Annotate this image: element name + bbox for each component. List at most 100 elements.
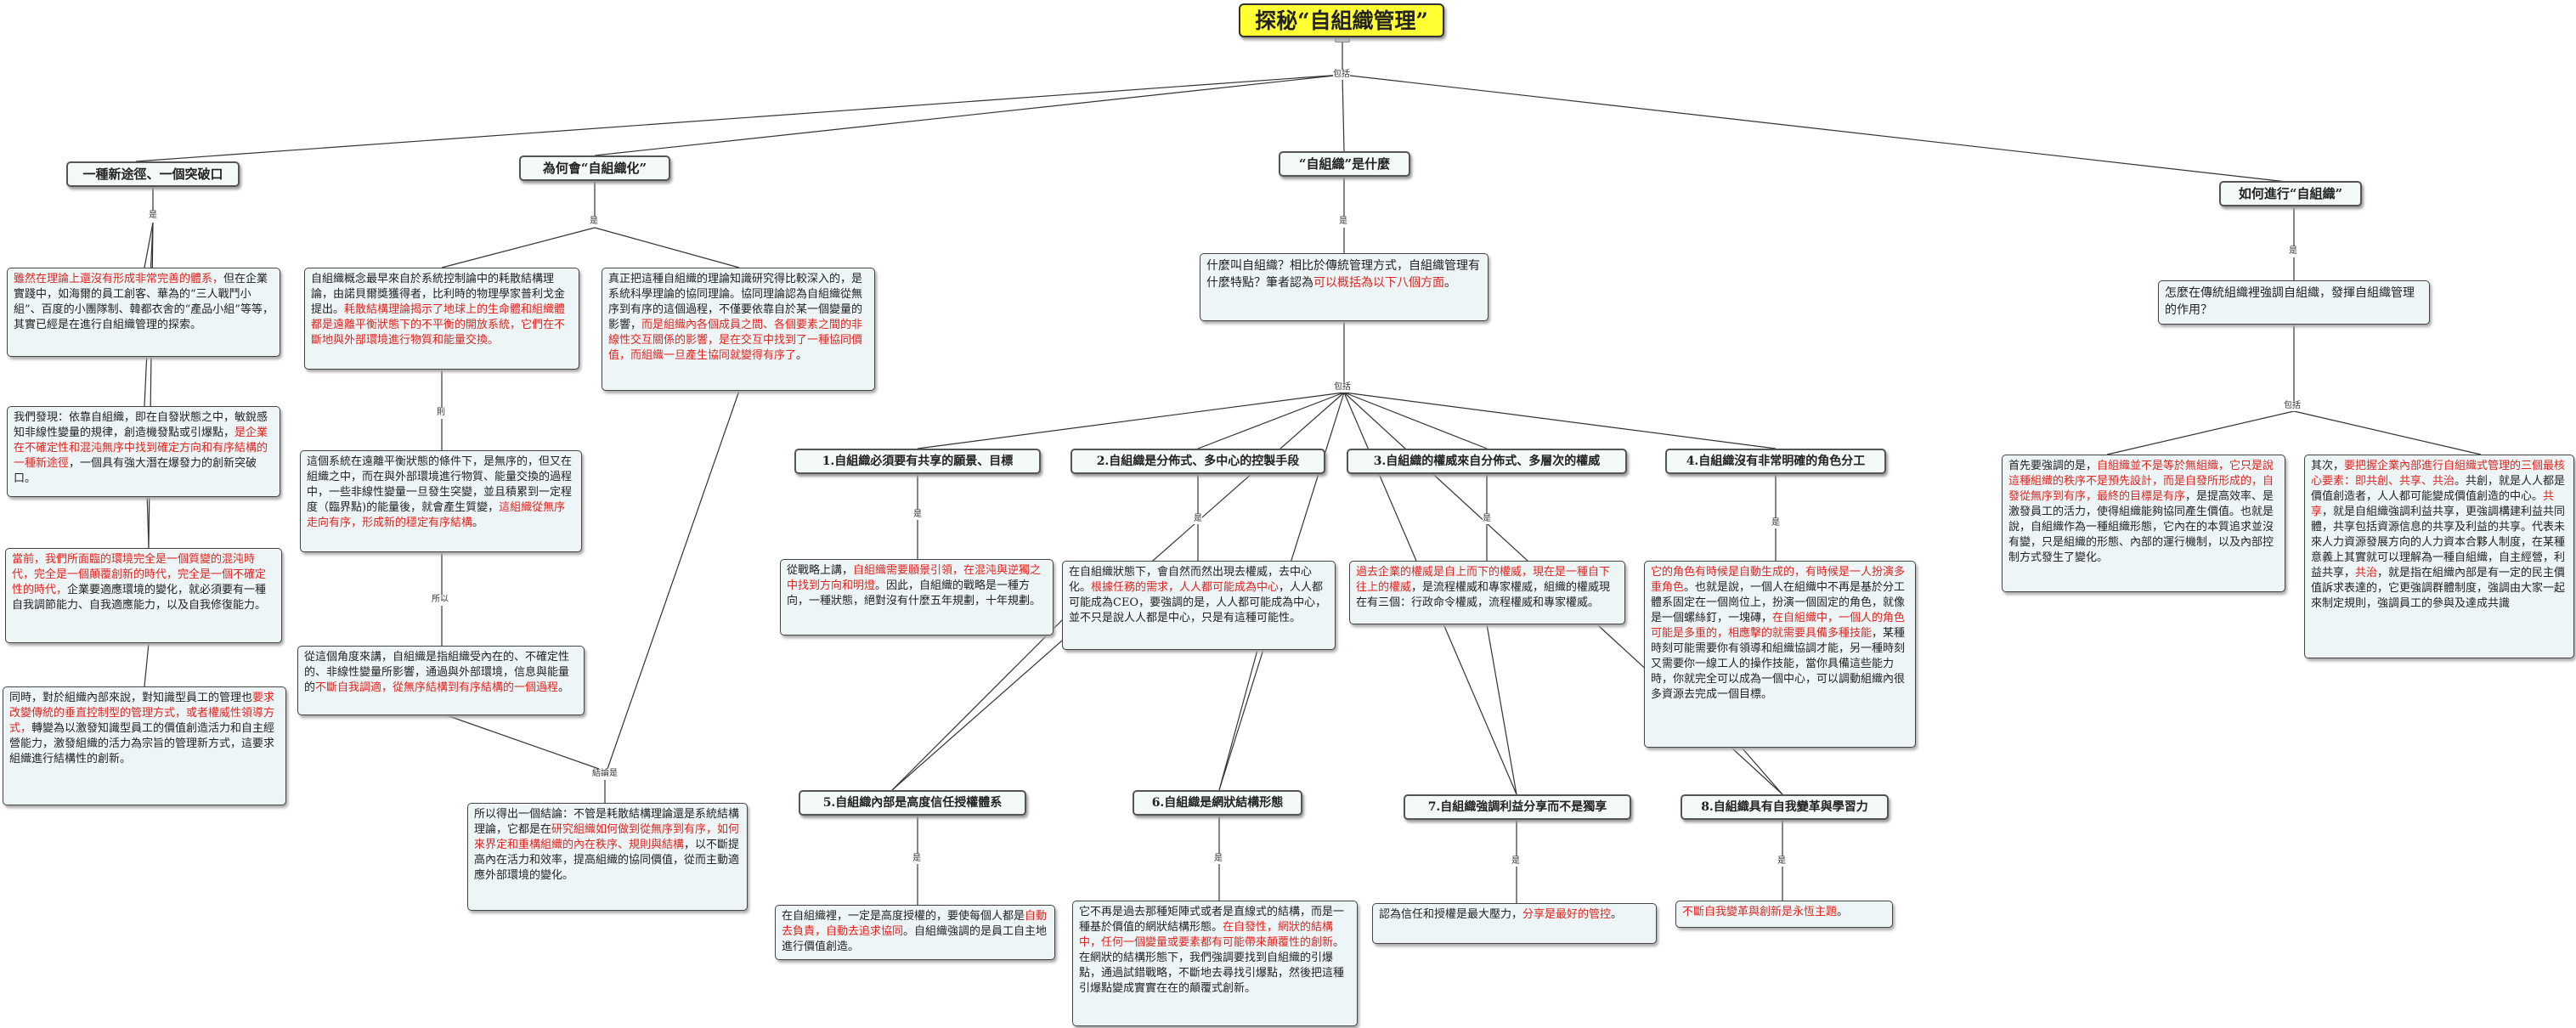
b1-card-internal[interactable]: 同時，對於組織內部來說，對知識型員工的管理也要求改變傳統的垂直控制型的管理方式，… [3,686,286,805]
b3-s5-a: 在自組織裡，一定是高度授權的，要使每個人都是 [782,910,1025,923]
connector-b3-main: 包括 [1334,382,1351,393]
b1-p4-red: 要求改變傳統的垂直控制型的管理方式，或者權威性領導方式， [9,692,275,735]
b4-p2-red: 要把握企業內部進行自組織式管理的三個最核心要素：即共創、共享、共治 [2311,460,2566,488]
b3-card-sharing[interactable]: 認為信任和授權是最大壓力，分享是最好的管控。 [1372,903,1657,944]
b1-p2-red: 是企業在不確定性和混沌無序中找到確定方向和有序結構的一種新途徑 [14,426,268,470]
b1-p2-b: ，一個具有強大潛在爆發力的創新突破口。 [14,457,257,485]
b4-p2-c: ，就是自組織強調利益共享，更強調構建利益共同體，共享包括資源信息的共享及利益的共… [2311,506,2566,579]
b3-card-roles[interactable]: 它的角色有時候是自動生成的，有時候是一人扮演多重角色。也就是說，一個人在組織中不… [1644,561,1916,748]
b3-s4-red: 它的角色有時候是自動生成的，有時候是一人扮演多重角色 [1651,566,1906,594]
connector-b2-jielun: 結論是 [592,769,618,779]
connector-main: 包括 [1333,70,1350,80]
b3-s4-a: 。也就是說，一個人在組織中不再是基於分工體系固定在一個崗位上，扮演一個固定的角色… [1651,581,1906,624]
b3-s1-a: 從戰略上講， [787,564,854,577]
b3-s2-b: ，人人都可能成為CEO，要強調的是，人人都可能成為中心，並不只是說人人都是中心，… [1069,581,1327,624]
b3-card-network[interactable]: 它不再是過去那種矩陣式或者是直線式的結構，而是一種基於價值的網狀結構形態。在自發… [1072,901,1358,1026]
b3-s2-red: 根據任務的需求，人人都可能成為中心 [1091,581,1280,594]
b3-card-learning[interactable]: 不斷自我變革與創新是永恆主題。 [1675,901,1893,928]
b3-intro-a: 什麼叫自組織？相比於傳統管理方式，自組織管理有什麼特點？筆者認為 [1206,259,1480,290]
b3-s4-red2: 在自組織中，一個人的角色可能是多重的，相應擊的就需要具備多種技能 [1651,612,1906,640]
b1-card-environment[interactable]: 當前，我們所面臨的環境完全是一個質變的混沌時代，完全是一個顛覆創新的時代，完全是… [5,548,282,643]
b3-intro-red: 可以概括為以下八個方面 [1313,276,1444,290]
b2-p5-a: 所以得出一個結論：不管是耗散結構理論還是系統結構理論，它都是在 [474,808,740,836]
b3-subtitle-7[interactable]: 7.自組織強調利益分享而不是獨享 [1404,794,1631,820]
b3-subtitle-8[interactable]: 8.自組織具有自我變革與學習力 [1681,794,1889,820]
b3-s8-red: 不斷自我變革與創新是永恆主題 [1682,906,1838,918]
b2-p3-b: 。 [558,681,570,694]
b2-p1-a: 自組織概念最早來自於系統控制論中的耗散結構理論，由諾貝爾獎獲得者，比利時的物理學… [311,273,566,316]
b1-p3-red: 當前，我們所面臨的環境完全是一個質變的混沌時代，完全是一個顛覆創新的時代，完全是… [12,553,267,596]
connector-b2-suoyi: 所以 [432,595,449,605]
b3-s6-b: 。在網狀的結構形態下，我們強調要找到自組織的引爆點，通過試錯戰略，不斷地去尋找引… [1079,936,1345,995]
b2-p5-b: ，以不斷提高內在活力和效率，提高組織的協同價值，從而主動適應外部環境的變化。 [474,839,740,882]
b3-s3-b: ，是流程權威和專家權威，組織的權威現在有三個：行政命令權威，流程權威和專家權威。 [1356,581,1611,609]
b1-p1-text: 但在企業實踐中，如海爾的員工創客、華為的“三人戰鬥小組”、百度的小團隊制、韓都衣… [14,273,274,331]
b2-p2-a: 這個系統在遠離平衡狀態的條件下，是無序的，但又在組織之中，而在與外部環境進行物質… [307,455,573,514]
b4-card-intro[interactable]: 怎麼在傳統組織裡強調自組織，發揮自組織管理的作用？ [2158,280,2430,325]
b3-subtitle-2[interactable]: 2.自組織是分佈式、多中心的控製手段 [1071,449,1325,474]
b1-p3-text: 企業要適應環境的變化，就必須要有一種自我調節能力、自我適應能力，以及自我修復能力… [12,584,267,612]
connector-b2: 是 [590,217,598,227]
b2-p3-red: 不斷自我調適，從無序結構到有序結構的一個過程 [315,681,559,694]
b2-p2-red: 這組織從無序走向有序，形成新的穩定有序結構 [307,501,566,529]
b3-card-intro[interactable]: 什麼叫自組織？相比於傳統管理方式，自組織管理有什麼特點？筆者認為可以概括為以下八… [1200,253,1489,321]
b2-card-system[interactable]: 這個系統在遠離平衡狀態的條件下，是無序的，但又在組織之中，而在與外部環境進行物質… [300,450,582,552]
b3-s5-red: 自動去負責，自動去追求協同 [782,910,1048,938]
b3-s8-b: 。 [1837,906,1849,918]
b4-p2-a: 其次， [2311,460,2345,472]
b3-s1-red: 自組織需要願景引領，在混沌與逆獨之中找到方向和明燈 [787,564,1042,592]
b3-s5-b: 。自組織強調的是員工自主地進行價值創造。 [782,925,1048,953]
connector-s7: 是 [1511,856,1520,867]
b2-p5-red: 研究組織如何做到從無序到有序，如何來界定和重構組織的內在秩序、規則與結構 [474,823,740,851]
b4-p2-b: 。共創，就是人人都是價值創造者，人人都可能變成價值創造的中心。 [2311,475,2566,503]
b3-s7-b: 。 [1611,908,1623,921]
b3-subtitle-6[interactable]: 6.自組織是網狀結構形態 [1133,790,1302,816]
b3-s7-a: 認為信任和授權是最大壓力， [1379,908,1523,921]
b3-subtitle-1[interactable]: 1.自組織必須要有共享的願景、目標 [794,449,1041,474]
b1-card-practice[interactable]: 雖然在理論上還沒有形成非常完善的體系，但在企業實踐中，如海爾的員工創客、華為的“… [7,268,280,357]
b2-card-angle[interactable]: 從這個角度來講，自組織是指組織受內在的、不確定性的、非線性變量所影響，通過與外部… [297,646,585,715]
b4-p1-a: 首先要強調的是， [2008,460,2098,472]
b3-subtitle-3[interactable]: 3.自組織的權威來自分佈式、多層次的權威 [1347,449,1627,474]
b3-s2-a: 在自組織狀態下，會自然而然出現去權威，去中心化。 [1069,566,1313,594]
branch-title-why[interactable]: 為何會“自組織化” [519,155,670,181]
b3-s6-a: 它不再是過去那種矩陣式或者是直線式的結構，而是一種基於價值的網狀結構形態。 [1079,906,1345,934]
b1-p2-a: 我們發現：依靠自組織，即在自發狀態之中，敏銳感知非線性變量的規律，創造機發點或引… [14,411,268,439]
connector-s8: 是 [1777,856,1786,867]
b2-p2-b: 。 [472,517,484,529]
b4-p2-d: ，就是指在組織內部是有一定的民主價值訴求表達的，它更強調群體制度，強調由大家一起… [2311,567,2566,610]
b1-p4-a: 同時，對於組織內部來說，對知識型員工的管理也 [9,692,253,704]
branch-title-what[interactable]: “自組織”是什麼 [1279,151,1410,177]
b3-intro-b: 。 [1444,276,1456,290]
b1-p4-b: 轉變為以激發知識型員工的價值創造活力和自主經營能力，激發組織的活力為宗旨的管理新… [9,722,275,765]
b3-s6-red: 在自發性，網狀的結構中，任何一個變量或要素都有可能帶來顛覆性的創新 [1079,921,1334,949]
b4-card-second[interactable]: 其次，要把握企業內部進行自組織式管理的三個最核心要素：即共創、共享、共治。共創，… [2304,455,2574,658]
b4-card-first[interactable]: 首先要強調的是，自組織並不是等於無組織，它只是說這種組織的秩序不是預先設計，而是… [2002,455,2285,592]
b3-card-trust[interactable]: 在自組織裡，一定是高度授權的，要使每個人都是自動去負責，自動去追求協同。自組織強… [775,905,1055,960]
connector-b4-main: 包括 [2284,401,2301,411]
b1-p1-red: 雖然在理論上還沒有形成非常完善的體系， [14,273,224,285]
b2-p4-b: 。 [796,349,808,362]
b3-card-vision[interactable]: 從戰略上講，自組織需要願景引領，在混沌與逆獨之中找到方向和明燈。因此，自組織的戰… [780,559,1054,635]
b3-s3-red: 過去企業的權威是自上而下的權威，現在是一種自下往上的權威 [1356,566,1611,594]
connector-b3: 是 [1339,217,1347,227]
b2-card-concept[interactable]: 自組織概念最早來自於系統控制論中的耗散結構理論，由諾貝爾獎獲得者，比利時的物理學… [304,268,579,370]
b4-p1-b: ，是提高效率、是激發員工的活力，使得組織能夠協同產生價值。也就是說，自組織作為一… [2008,490,2274,564]
b3-s1-b: 。因此，自組織的戰略是一種方向，一種狀態，絕對沒有什麼五年規劃，十年規劃。 [787,579,1042,607]
b2-p4-a: 真正把這種自組織的理論知識研究得比較深入的，是系統科學理論的協同理論。協同理論認… [608,273,863,331]
b1-card-discovery[interactable]: 我們發現：依靠自組織，即在自發狀態之中，敏銳感知非線性變量的規律，創造機發點或引… [7,406,280,497]
branch-title-breakthrough[interactable]: 一種新途徑、一個突破口 [66,161,240,187]
b4-p2-red2: 共享 [2311,490,2555,518]
b2-p3-a: 從這個角度來講，自組織是指組織受內在的、不確定性的、非線性變量所影響，通過與外部… [304,651,570,694]
b3-s7-red: 分享是最好的管控 [1522,908,1612,921]
b4-intro: 怎麼在傳統組織裡強調自組織，發揮自組織管理的作用？ [2165,286,2415,317]
b3-card-distributed[interactable]: 在自組織狀態下，會自然而然出現去權威，去中心化。根據任務的需求，人人都可能成為中… [1062,561,1336,650]
b2-card-synergy[interactable]: 真正把這種自組織的理論知識研究得比較深入的，是系統科學理論的協同理論。協同理論認… [602,268,875,391]
root-topic[interactable]: 探秘“自組織管理” [1239,3,1444,37]
b3-card-authority[interactable]: 過去企業的權威是自上而下的權威，現在是一種自下往上的權威，是流程權威和專家權威，… [1349,561,1625,624]
branch-title-how[interactable]: 如何進行“自組織” [2219,181,2362,206]
b2-card-conclusion[interactable]: 所以得出一個結論：不管是耗散結構理論還是系統結構理論，它都是在研究組織如何做到從… [467,803,748,911]
b3-subtitle-5[interactable]: 5.自組織內部是高度信任授權體系 [799,790,1026,816]
connector-b4: 是 [2289,246,2297,257]
b3-subtitle-4[interactable]: 4.自組織沒有非常明確的角色分工 [1665,449,1886,474]
